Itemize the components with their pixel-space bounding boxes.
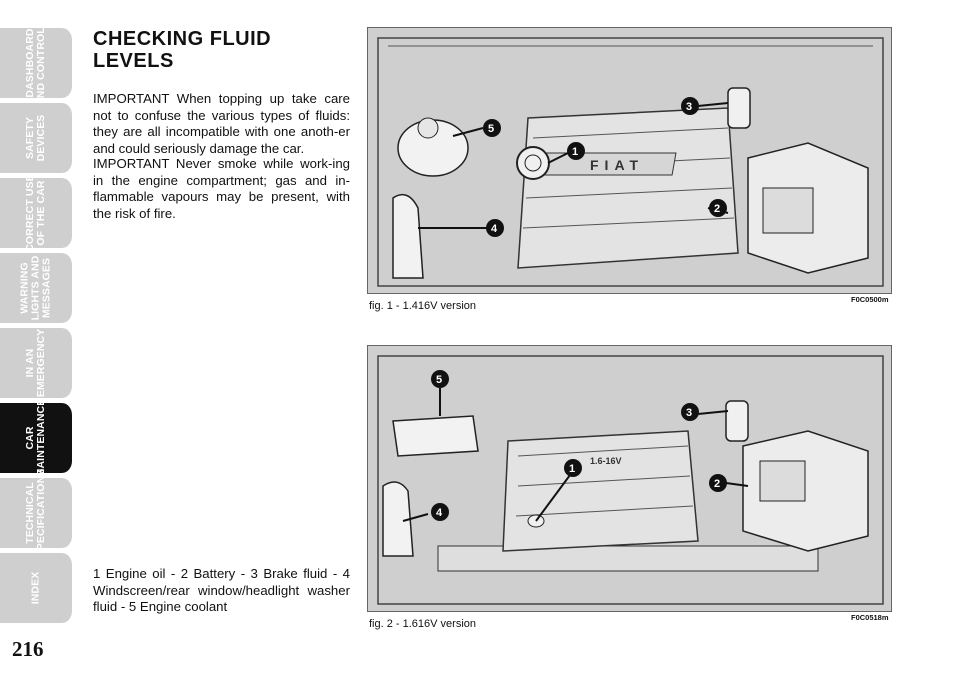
tab-label: CORRECT USE OF THE CAR (24, 174, 47, 252)
callout-3: 3 (686, 101, 692, 113)
tab-dashboard-and-controls[interactable]: DASHBOARD AND CONTROLS (0, 20, 74, 106)
tab-label: IN AN EMERGENCY (24, 328, 47, 398)
engine-drawing-1: FIAT 1 2 3 4 5 (368, 28, 891, 293)
important-note-smoking: IMPORTANT Never smoke while work-ing in … (93, 156, 350, 221)
tab-label: SAFETY DEVICES (24, 114, 47, 162)
callout-1: 1 (569, 463, 575, 475)
callout-1: 1 (572, 146, 578, 158)
engine-badge-text: FIAT (590, 157, 644, 173)
figure-code: F0C0500m (851, 295, 889, 304)
callout-3: 3 (686, 407, 692, 419)
figure-legend: 1 Engine oil - 2 Battery - 3 Brake fluid… (93, 566, 350, 614)
figure-caption: fig. 1 - 1.416V version (369, 300, 477, 312)
tab-warning-lights[interactable]: WARNING LIGHTS AND MESSAGES (0, 253, 74, 323)
figure-code: F0C0518m (851, 613, 889, 622)
figure-caption: fig. 2 - 1.616V version (369, 618, 477, 630)
callout-4: 4 (436, 507, 443, 519)
page-number: 216 (12, 637, 44, 661)
callout-5: 5 (436, 374, 442, 386)
tab-correct-use[interactable]: CORRECT USE OF THE CAR (0, 174, 74, 252)
tab-car-maintenance[interactable]: CAR MAINTENANCE (0, 399, 74, 477)
engine-illustration-1-4: FIAT 1 2 3 4 5 (367, 27, 892, 294)
tab-label: CAR MAINTENANCE (24, 398, 47, 478)
tab-index[interactable]: INDEX (0, 553, 74, 623)
callout-2: 2 (714, 478, 720, 490)
tab-in-an-emergency[interactable]: IN AN EMERGENCY (0, 328, 74, 398)
tab-label: DASHBOARD AND CONTROLS (24, 20, 47, 106)
callout-4: 4 (491, 223, 498, 235)
important-note-fluids: IMPORTANT When topping up take care not … (93, 91, 350, 156)
engine-illustration-1-6: 1.6-16V 1 2 3 4 5 (367, 345, 892, 612)
tab-technical-specifications[interactable]: TECHNICAL SPECIFICATIONS (0, 469, 74, 557)
engine-drawing-2: 1.6-16V 1 2 3 4 5 (368, 346, 891, 611)
tab-label: INDEX (29, 571, 42, 605)
tab-safety-devices[interactable]: SAFETY DEVICES (0, 103, 74, 173)
callout-5: 5 (488, 123, 494, 135)
callout-2: 2 (714, 203, 720, 215)
tab-label: TECHNICAL SPECIFICATIONS (24, 468, 47, 558)
tab-label: WARNING LIGHTS AND MESSAGES (18, 255, 53, 321)
engine-badge-text: 1.6-16V (590, 456, 622, 466)
page-title: CHECKING FLUID LEVELS (93, 28, 272, 72)
